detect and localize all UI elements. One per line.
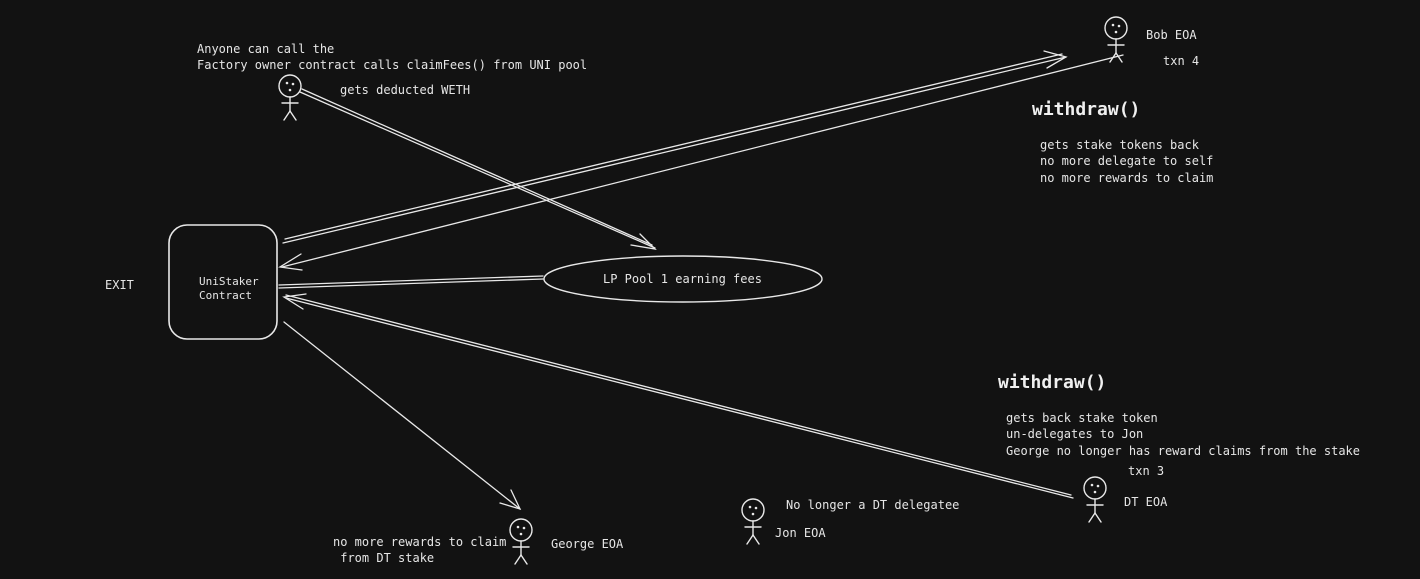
edge-dt-to-contract: [282, 293, 1074, 499]
bob-stick-figure: [1104, 16, 1128, 63]
lp-pool-ellipse: [543, 255, 823, 303]
george-note-line2: from DT stake: [333, 551, 435, 565]
contract-label-line2: Contract: [199, 289, 252, 302]
factory-owner-stick-figure: [278, 74, 302, 121]
unistaker-contract-box: [168, 224, 278, 340]
bob-effect-1: gets stake tokens back: [1040, 138, 1199, 152]
bob-txn: txn 4: [1163, 54, 1200, 68]
lp-pool-label: LP Pool 1 earning fees: [603, 272, 762, 286]
george-note-line1: no more rewards to claim: [333, 535, 507, 549]
george-name: George EOA: [551, 537, 624, 551]
george-stick-figure: [509, 518, 533, 565]
jon-name: Jon EOA: [775, 526, 826, 540]
dt-effect-1: gets back stake token: [1006, 411, 1158, 425]
factory-note-line1: Anyone can call the: [197, 42, 335, 56]
dt-stick-figure: [1083, 476, 1107, 523]
dt-effect-2: un-delegates to Jon: [1006, 427, 1144, 441]
edge-pool-to-contract: [278, 275, 544, 289]
dt-txn: txn 3: [1128, 464, 1165, 478]
edge-contract-to-george: [283, 321, 522, 511]
bob-effect-2: no more delegate to self: [1040, 154, 1214, 168]
bob-name: Bob EOA: [1146, 28, 1197, 42]
bob-effect-3: no more rewards to claim: [1040, 171, 1214, 185]
dt-effect-3: George no longer has reward claims from …: [1006, 444, 1361, 458]
dt-name: DT EOA: [1124, 495, 1168, 509]
jon-stick-figure: [741, 498, 765, 545]
contract-label-line1: UniStaker: [199, 275, 259, 288]
bob-withdraw-heading: withdraw(): [1032, 99, 1141, 120]
jon-note: No longer a DT delegatee: [786, 498, 960, 512]
edge-contract-to-bob: [282, 50, 1068, 244]
factory-note-line2: Factory owner contract calls claimFees()…: [197, 58, 588, 72]
edge-factory-to-pool: [299, 88, 657, 250]
deducted-weth-note: gets deducted WETH: [340, 83, 471, 97]
exit-label: EXIT: [105, 278, 134, 292]
edge-bob-to-contract: [278, 54, 1124, 271]
dt-withdraw-heading: withdraw(): [998, 372, 1107, 393]
